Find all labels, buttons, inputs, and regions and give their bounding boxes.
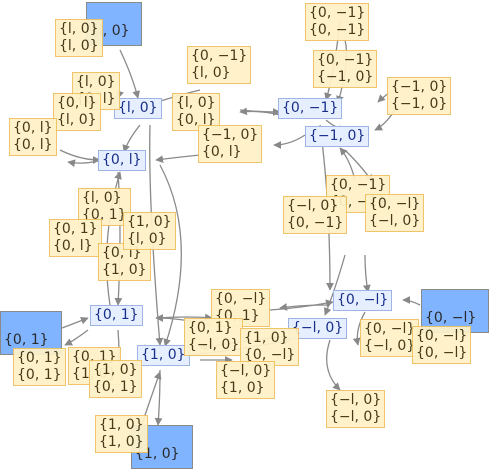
- edge-label: {0, −l}{0, −l}: [412, 326, 472, 364]
- edge-label: {0, −1}{0, −1}: [305, 3, 370, 41]
- edge-label: {1, 0}{l, 0}: [123, 212, 176, 250]
- edge-arrow: [59, 149, 101, 164]
- edge-arrow: [323, 254, 346, 316]
- edge-arrow: [326, 339, 341, 391]
- edge-label: {−1, 0}{0, l}: [198, 125, 263, 163]
- terminal-node[interactable]: {0, −l}: [421, 289, 489, 333]
- edge-label: {0, 1}{0, l}: [49, 219, 102, 257]
- edge-arrow: [239, 108, 281, 116]
- edge-arrow: [67, 159, 101, 168]
- state-node[interactable]: {0, 1}: [90, 305, 143, 326]
- edge-label: {−1, 0}{−1, 0}: [387, 77, 452, 115]
- edge-arrow: [155, 313, 213, 322]
- edge-arrow: [273, 134, 306, 149]
- state-node[interactable]: {0, l}: [98, 150, 146, 171]
- state-node[interactable]: {−l, 0}: [288, 318, 348, 339]
- edge-label: {0, 1}{−l, 0}: [184, 318, 244, 356]
- state-node[interactable]: {−1, 0}: [305, 126, 370, 147]
- edge-label: {−l, 0}{0, −1}: [283, 196, 348, 234]
- edge-arrow: [106, 171, 122, 306]
- edge-label: {0, −1}{l, 0}: [187, 46, 252, 84]
- edge-arrow: [119, 49, 141, 99]
- edge-label: {1, 0}{1, 0}: [95, 415, 148, 453]
- edge-label: {l, 0}{0, l}: [172, 93, 220, 131]
- edge-label: {0, 1}{0, 1}: [13, 348, 66, 386]
- edge-label: {0, l}{l, 0}: [53, 93, 101, 131]
- terminal-node[interactable]: {0, 1}: [0, 311, 62, 355]
- edge-label: {0, −l}{−l, 0}: [360, 319, 420, 357]
- edge-arrow: [352, 311, 366, 346]
- edge-arrow: [159, 164, 182, 347]
- edge-label: {1, 0}{0, −l}: [240, 328, 300, 366]
- edge-label: {0, l}{0, l}: [9, 118, 57, 156]
- edge-arrow: [122, 124, 141, 153]
- state-node[interactable]: {l, 0}: [114, 98, 162, 119]
- edge-label: {−l, 0}{−l, 0}: [326, 390, 386, 428]
- edge-arrow: [61, 316, 89, 329]
- edge-label: {l, 0}{l, 0}: [55, 19, 103, 57]
- state-node[interactable]: {0, −1}: [278, 98, 343, 119]
- edge-arrow: [155, 154, 201, 163]
- edge-arrow: [114, 171, 123, 306]
- edge-arrow: [64, 329, 89, 346]
- edge-label: {1, 0}{0, 1}: [89, 360, 142, 398]
- edge-arrow: [279, 303, 331, 311]
- state-node[interactable]: {0, −l}: [333, 290, 393, 311]
- edge-label: {0, −l}{−l, 0}: [365, 194, 425, 232]
- edge-label: {0, −1}{−1, 0}: [313, 50, 378, 88]
- state-node[interactable]: {1, 0}: [137, 345, 190, 366]
- edge-arrow: [362, 254, 371, 293]
- edge-label: {−l, 0}{1, 0}: [216, 361, 276, 399]
- edge-arrow: [402, 296, 421, 306]
- edge-arrow: [269, 299, 334, 311]
